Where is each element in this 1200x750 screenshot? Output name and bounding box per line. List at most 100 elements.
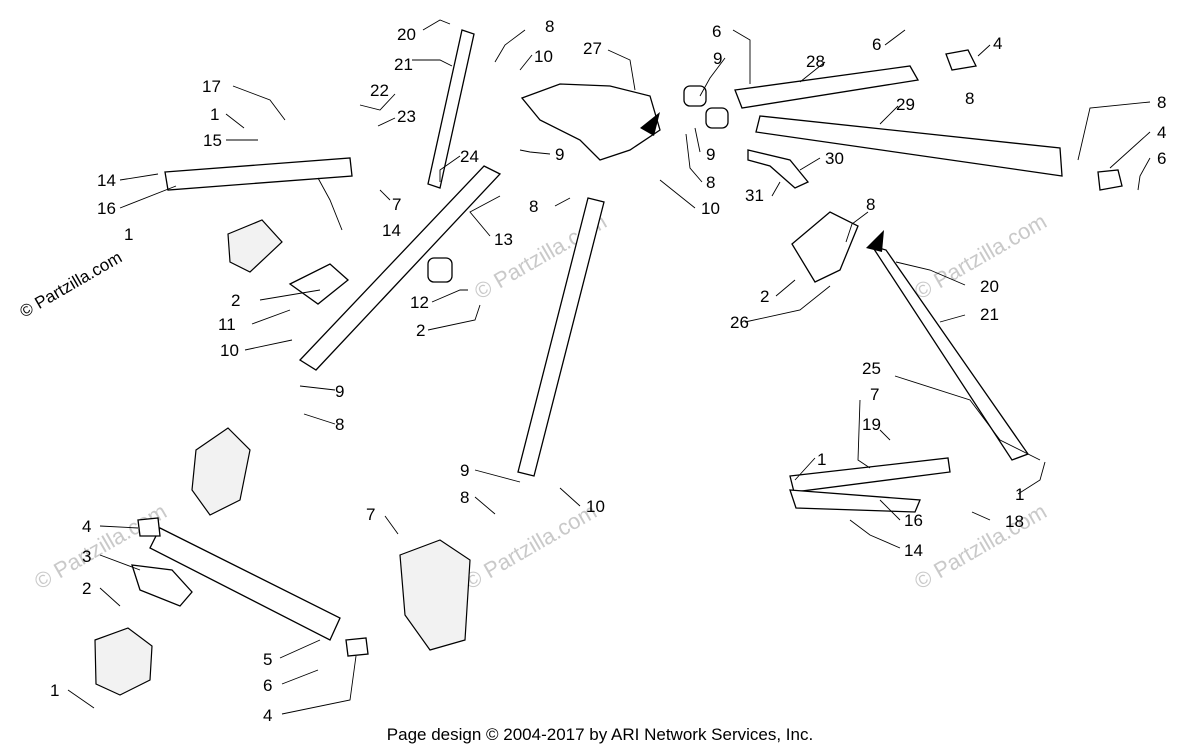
- callout-26: 26: [730, 313, 749, 332]
- leader-14-left: [119, 173, 159, 181]
- callout-10-center: 10: [701, 199, 720, 218]
- leader-9-mid: [694, 127, 701, 153]
- leader-14-mid: [317, 177, 343, 231]
- leader-21: [412, 59, 453, 67]
- leader-8-center: [554, 197, 571, 207]
- leader-lines: [67, 19, 1151, 715]
- watermark-ghost-5: © Partzilla.com: [910, 499, 1051, 595]
- callout-6-bottom: 6: [263, 676, 272, 695]
- callout-1-right: 1: [1015, 485, 1024, 504]
- leader-28: [799, 61, 826, 83]
- parts: [94, 29, 1123, 696]
- leader-7-lower: [384, 515, 399, 535]
- leader-8-left: [303, 413, 336, 425]
- leader-8-top: [494, 29, 526, 63]
- leader-6-lower-right: [1137, 157, 1151, 191]
- leader-2-right: [775, 279, 796, 297]
- callout-4-bottom: 4: [263, 706, 272, 725]
- leader-6-bottom: [281, 669, 319, 685]
- leader-10-center: [659, 179, 696, 209]
- leader-9-top: [699, 57, 726, 97]
- bracket-11: [288, 263, 350, 305]
- callout-14-left: 14: [97, 171, 116, 190]
- leader-16-right: [879, 499, 901, 521]
- callout-1-left: 1: [124, 225, 133, 244]
- leader-31: [771, 181, 781, 197]
- leader-1-lower: [794, 457, 816, 481]
- callout-28: 28: [806, 52, 825, 71]
- leader-20: [422, 19, 451, 31]
- leader-1-right: [1017, 461, 1046, 495]
- callout-9-mid: 9: [706, 145, 715, 164]
- arrow-marker-right: [866, 230, 884, 252]
- leader-30: [799, 157, 821, 171]
- leader-6-top: [732, 29, 751, 84]
- callout-14-mid: 14: [382, 221, 401, 240]
- callout-7-right: 7: [870, 385, 879, 404]
- callout-2-bottom: 2: [82, 579, 91, 598]
- callout-8-left: 8: [335, 415, 344, 434]
- callout-8-mid: 8: [706, 173, 715, 192]
- footer-credit: Page design © 2004-2017 by ARI Network S…: [387, 725, 813, 744]
- callout-10-top: 10: [534, 47, 553, 66]
- callout-21-right: 21: [980, 305, 999, 324]
- callout-6-far-right: 6: [1157, 149, 1166, 168]
- leader-29: [879, 105, 899, 125]
- watermark-ghost-2: © Partzilla.com: [460, 499, 601, 595]
- callout-12: 12: [410, 293, 429, 312]
- callout-3: 3: [82, 547, 91, 566]
- leader-8-right-bar: [845, 211, 869, 243]
- leader-9-center: [519, 149, 551, 155]
- callout-24: 24: [460, 147, 479, 166]
- leader-9-left: [299, 385, 336, 391]
- callout-30: 30: [825, 149, 844, 168]
- callout-8-lower: 8: [460, 488, 469, 507]
- callout-25: 25: [862, 359, 881, 378]
- leader-21-right: [939, 314, 966, 323]
- leader-4-bottom: [281, 655, 357, 715]
- callout-27: 27: [583, 39, 602, 58]
- leader-6-right: [884, 29, 906, 46]
- callout-29: 29: [896, 95, 915, 114]
- leader-19: [879, 429, 891, 441]
- leader-16-left: [119, 185, 177, 209]
- callout-2-left: 2: [231, 291, 240, 310]
- motor-assembly: [94, 627, 153, 696]
- callout-13: 13: [494, 230, 513, 249]
- mount-plate-center: [399, 539, 471, 651]
- callout-6-top: 6: [712, 22, 721, 41]
- leader-1-top: [225, 113, 245, 129]
- leader-2-bottom: [99, 587, 121, 607]
- leader-17: [232, 85, 286, 121]
- cap-4-top: [945, 49, 977, 71]
- leader-10-left: [244, 339, 293, 351]
- cap-4-left: [137, 517, 161, 537]
- leader-7-right: [857, 399, 871, 469]
- leader-12: [431, 289, 468, 303]
- callout-22: 22: [370, 81, 389, 100]
- callout-9-center: 9: [555, 145, 564, 164]
- callout-6-upper-right: 6: [872, 35, 881, 54]
- callout-5: 5: [263, 650, 272, 669]
- callout-9-top: 9: [713, 49, 722, 68]
- leader-4-top: [977, 44, 991, 57]
- leader-14-right: [849, 519, 901, 549]
- callout-14-right: 14: [904, 541, 923, 560]
- leader-2-left: [259, 289, 321, 301]
- leader-13: [469, 195, 501, 237]
- callout-7-lower: 7: [366, 505, 375, 524]
- callout-16-left: 16: [97, 199, 116, 218]
- bar-16-lower: [789, 457, 951, 493]
- watermark-main: © Partzilla.com: [17, 248, 126, 322]
- leader-23: [377, 117, 396, 127]
- callout-8-top: 8: [545, 17, 554, 36]
- callout-10-left: 10: [220, 341, 239, 360]
- leader-7-top: [379, 189, 391, 201]
- callout-16-right: 16: [904, 511, 923, 530]
- leader-10-lower: [559, 487, 581, 507]
- leader-3: [99, 554, 141, 571]
- callout-21-top: 21: [394, 55, 413, 74]
- callout-31: 31: [745, 186, 764, 205]
- callout-1-top-left: 1: [210, 105, 219, 124]
- bracket-3: [131, 564, 193, 607]
